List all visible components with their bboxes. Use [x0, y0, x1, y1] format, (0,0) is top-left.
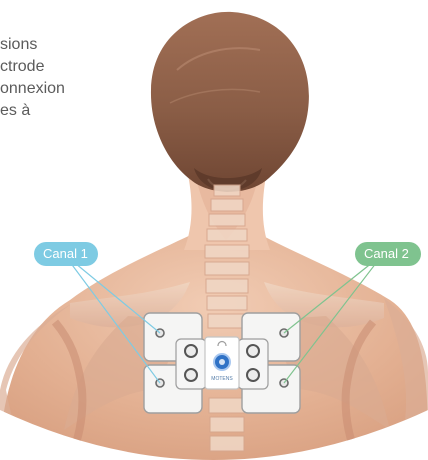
instruction-caption: sions ctrode onnexion es à — [0, 34, 110, 122]
caption-line: sions — [0, 34, 110, 56]
hair — [151, 12, 309, 192]
channel-1-label: Canal 1 — [34, 242, 98, 266]
caption-line: onnexion — [0, 78, 110, 100]
device-brand-label: MOTENS — [211, 376, 233, 382]
channel-2-label: Canal 2 — [355, 242, 421, 266]
tens-device: MOTENS — [205, 337, 239, 389]
caption-line: es à — [0, 100, 110, 122]
caption-line: ctrode — [0, 56, 110, 78]
